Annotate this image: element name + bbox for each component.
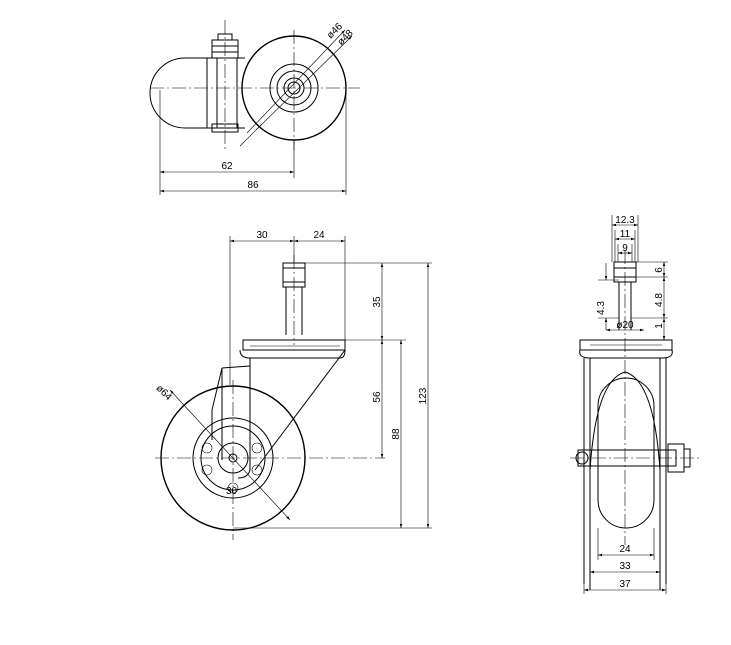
label-d64: ø64 [154,383,174,403]
label-123: 123 [418,387,429,404]
label-11: 11 [620,229,631,240]
side-view: ø64 30 30 24 35 56 88 123 [154,230,432,540]
label-86: 86 [247,180,259,191]
label-88: 88 [391,428,402,440]
label-62: 62 [221,161,233,172]
label-56: 56 [372,391,383,403]
label-24-front: 24 [619,544,631,555]
label-12-3: 12.3 [615,215,635,226]
label-24-side: 24 [313,230,325,241]
label-4-8: 4.8 [654,293,665,307]
label-30: 30 [256,230,268,241]
label-9: 9 [622,243,628,254]
label-1: 1 [654,323,665,329]
label-4-3: 4.3 [596,301,607,315]
top-view: 62 86 ø46 ø48 [149,20,360,195]
label-35: 35 [372,296,383,308]
label-30-hub: 30 [226,486,238,497]
label-6: 6 [654,267,665,273]
label-d20: ø20 [616,320,634,331]
label-33: 33 [619,561,631,572]
front-view: 12.3 11 9 6 4.8 1 4.3 ø20 24 33 37 [570,215,700,594]
label-37: 37 [619,579,631,590]
